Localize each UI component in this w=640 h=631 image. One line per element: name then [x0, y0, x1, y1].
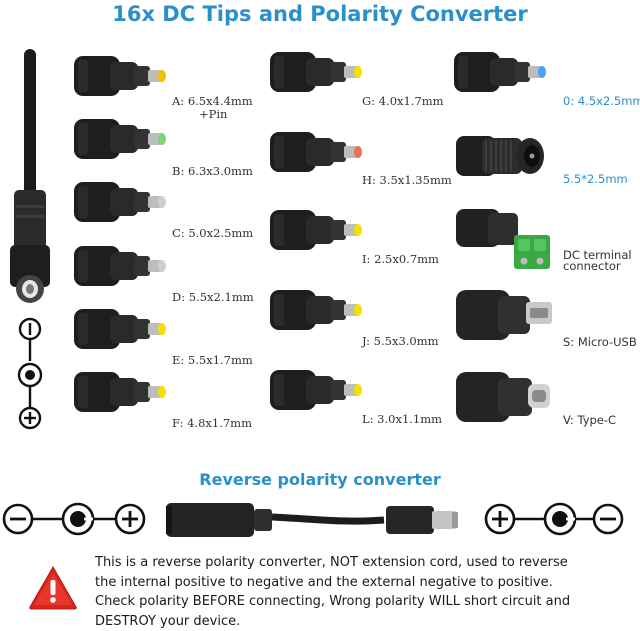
polarity-symbol-left [0, 499, 160, 539]
tip-label-f: F: 4.8x1.7mm [172, 416, 252, 430]
tip-b-image [72, 115, 172, 165]
warning-line-2: the internal positive to negative and th… [95, 573, 635, 593]
reverse-polarity-title: Reverse polarity converter [0, 470, 640, 489]
warning-text: This is a reverse polarity converter, NO… [95, 553, 635, 631]
tip-label-a-extra: +Pin [199, 107, 227, 121]
polarity-symbol-right [482, 499, 640, 539]
tip-label-d: D: 5.5x2.1mm [172, 290, 254, 304]
tip-h-image [268, 128, 368, 178]
tip-a-image [72, 52, 172, 102]
warning-line-3: Check polarity BEFORE connecting, Wrong … [95, 592, 635, 612]
tip-f-image [72, 368, 172, 418]
tip-label-b: B: 6.3x3.0mm [172, 164, 253, 178]
female-adapter-image [452, 128, 552, 188]
dc-cable-image [0, 55, 60, 315]
tip-e-image [72, 305, 172, 355]
tip-l-image [268, 366, 368, 416]
tip-i-image [268, 206, 368, 256]
polarity-symbol-vertical [14, 315, 46, 435]
tip-label-e: E: 5.5x1.7mm [172, 353, 253, 367]
micro-usb-image [452, 288, 562, 348]
tip-label-i: I: 2.5x0.7mm [362, 252, 439, 266]
tip-label-dc-terminal-extra: connector [563, 259, 621, 273]
dc-terminal-image [452, 205, 562, 275]
tip-label-a: A: 6.5x4.4mm [172, 94, 253, 108]
tip-label-0: 0: 4.5x2.5mm [563, 94, 640, 108]
tip-label-type-c: V: Type-C [563, 413, 616, 427]
tip-label-j: J: 5.5x3.0mm [362, 334, 439, 348]
warning-line-4: DESTROY your device. [95, 612, 635, 631]
tip-d-image [72, 242, 172, 292]
tip-0-image [452, 48, 562, 98]
type-c-image [452, 370, 562, 430]
tip-g-image [268, 48, 368, 98]
tip-c-image [72, 178, 172, 228]
warning-icon [28, 565, 78, 611]
tip-j-image [268, 286, 368, 336]
tip-label-c: C: 5.0x2.5mm [172, 226, 253, 240]
warning-line-1: This is a reverse polarity converter, NO… [95, 553, 635, 573]
page-title: 16x DC Tips and Polarity Converter [0, 2, 640, 26]
tip-label-g: G: 4.0x1.7mm [362, 94, 444, 108]
tip-label-l: L: 3.0x1.1mm [362, 412, 442, 426]
tip-label-h: H: 3.5x1.35mm [362, 173, 452, 187]
tip-label-female: 5.5*2.5mm [563, 172, 628, 186]
reverse-polarity-cable-image [164, 497, 464, 543]
tip-label-micro-usb: S: Micro-USB [563, 335, 637, 349]
